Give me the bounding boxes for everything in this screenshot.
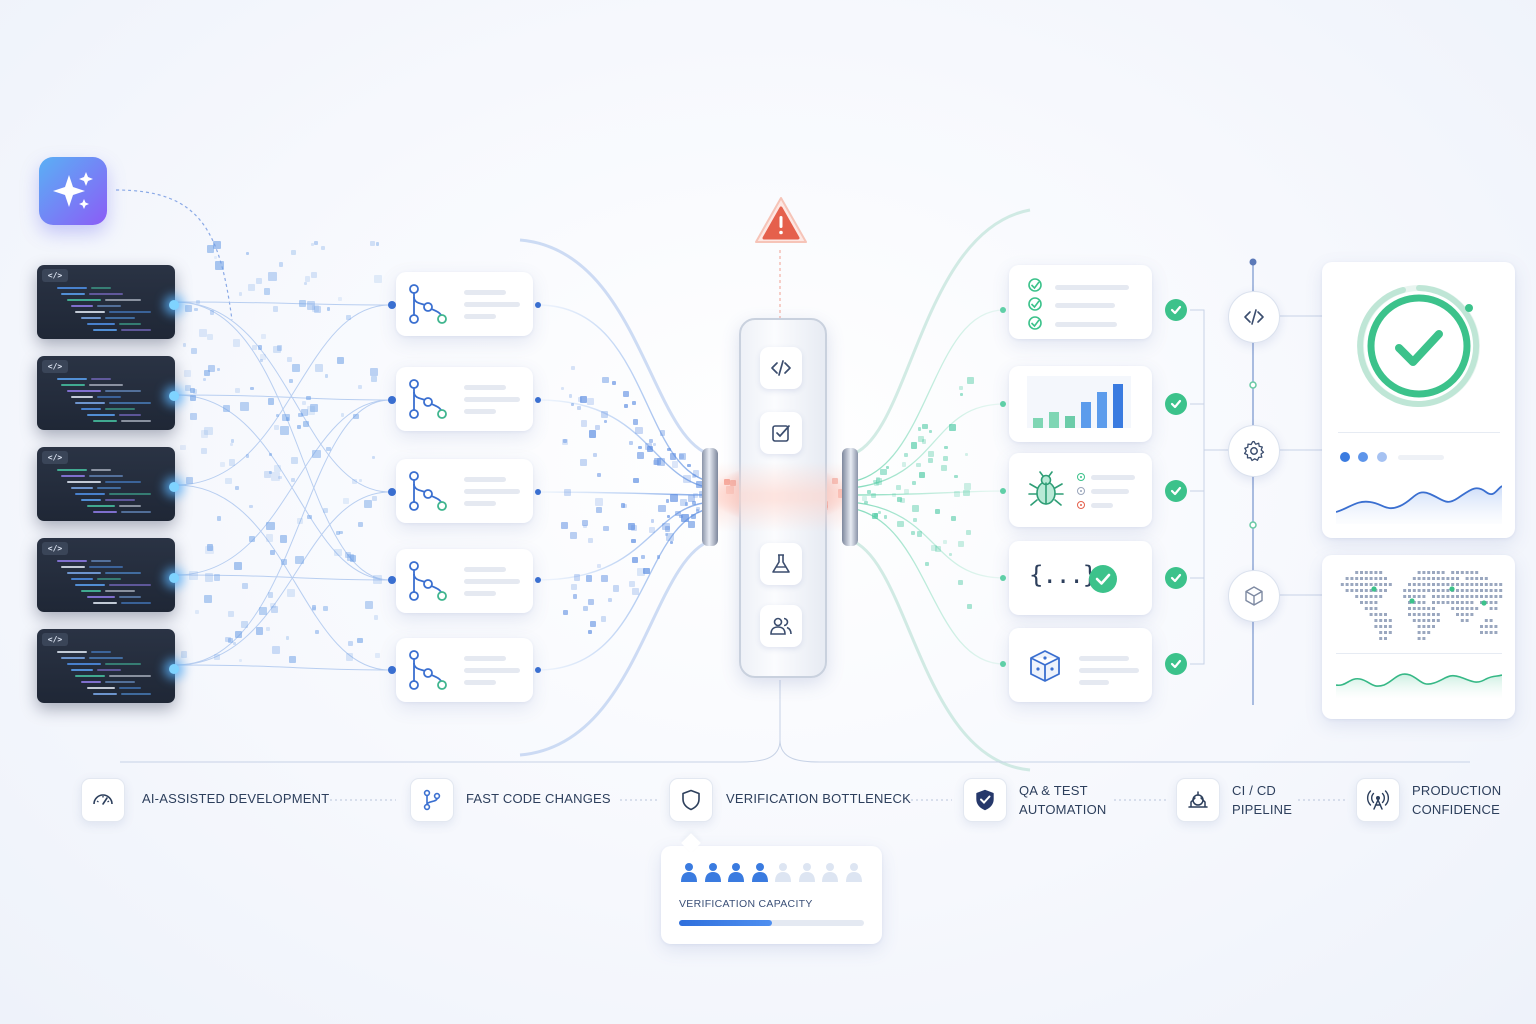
production-trend-chart [1336,485,1502,524]
code-editor-window: </> [37,447,179,521]
gear-icon [1228,425,1280,477]
verification-card: {...} [1009,541,1152,615]
person-icon [728,862,744,882]
git-branch-icon [409,650,447,690]
global-monitoring-panel [1322,555,1515,719]
left-clamp [702,448,718,546]
code-tag-icon: </> [42,633,68,646]
code-icon [760,347,802,389]
verification-card [1009,628,1152,702]
code-editor-window: </> [37,356,179,430]
git-branch-icon [409,561,447,601]
stage-label: VERIFICATION BOTTLENECK [726,791,911,806]
code-hub-icon [1228,291,1280,343]
success-check-icon [1357,285,1480,407]
world-map [1340,571,1503,640]
person-icon [798,862,815,882]
capacity-bar-track [679,920,864,926]
cube-icon [1030,650,1060,682]
shield-check-icon [963,778,1007,822]
code-change-card [396,459,533,523]
person-icon [704,862,721,882]
bar-chart-icon [1027,376,1131,428]
git-branch-icon [409,379,447,419]
check-icon [1165,393,1187,415]
person-icon [681,862,697,882]
person-icon [822,862,838,882]
production-status-panel [1322,262,1515,538]
check-icon [1165,299,1187,321]
code-editor-window: </> [37,629,179,703]
braces-icon: {...} [1029,561,1097,589]
person-icon [845,862,862,882]
ai-sparkle-icon [39,157,107,225]
checklist-icon [1028,278,1042,330]
verification-card [1009,453,1152,527]
git-branch-icon [409,284,447,324]
code-change-card [396,367,533,431]
antenna-icon [1356,778,1400,822]
flask-icon [760,543,802,585]
code-tag-icon: </> [42,542,68,555]
speedometer-icon [81,778,125,822]
pipeline-icon [1176,778,1220,822]
code-change-card [396,549,533,613]
verification-card [1009,265,1152,339]
check-icon [1165,567,1187,589]
right-clamp [842,448,858,546]
verification-capacity-card: VERIFICATION CAPACITY [661,846,882,944]
shield-icon [669,778,713,822]
capacity-bar-fill [679,920,772,926]
stage-label: AI-ASSISTED DEVELOPMENT [142,791,330,806]
code-editor-window: </> [37,538,179,612]
code-tag-icon: </> [42,269,68,282]
capacity-label: VERIFICATION CAPACITY [679,898,813,910]
check-icon [1165,480,1187,502]
stage-label: FAST CODE CHANGES [466,791,611,806]
git-branch-icon [410,778,454,822]
checkbox-icon [760,412,802,454]
check-icon [1165,653,1187,675]
code-change-card [396,638,533,702]
warning-icon [752,194,810,248]
bug-icon [1028,471,1064,506]
box-icon [1228,570,1280,622]
hot-core [718,462,842,532]
person-icon [775,862,791,882]
code-tag-icon: </> [42,360,68,373]
health-trend-chart [1336,673,1502,699]
person-icon [751,862,768,882]
code-tag-icon: </> [42,451,68,464]
check-icon [1089,565,1117,593]
git-branch-icon [409,471,447,511]
code-change-card [396,272,533,336]
users-icon [760,605,802,647]
code-editor-window: </> [37,265,179,339]
verification-card [1009,366,1152,442]
